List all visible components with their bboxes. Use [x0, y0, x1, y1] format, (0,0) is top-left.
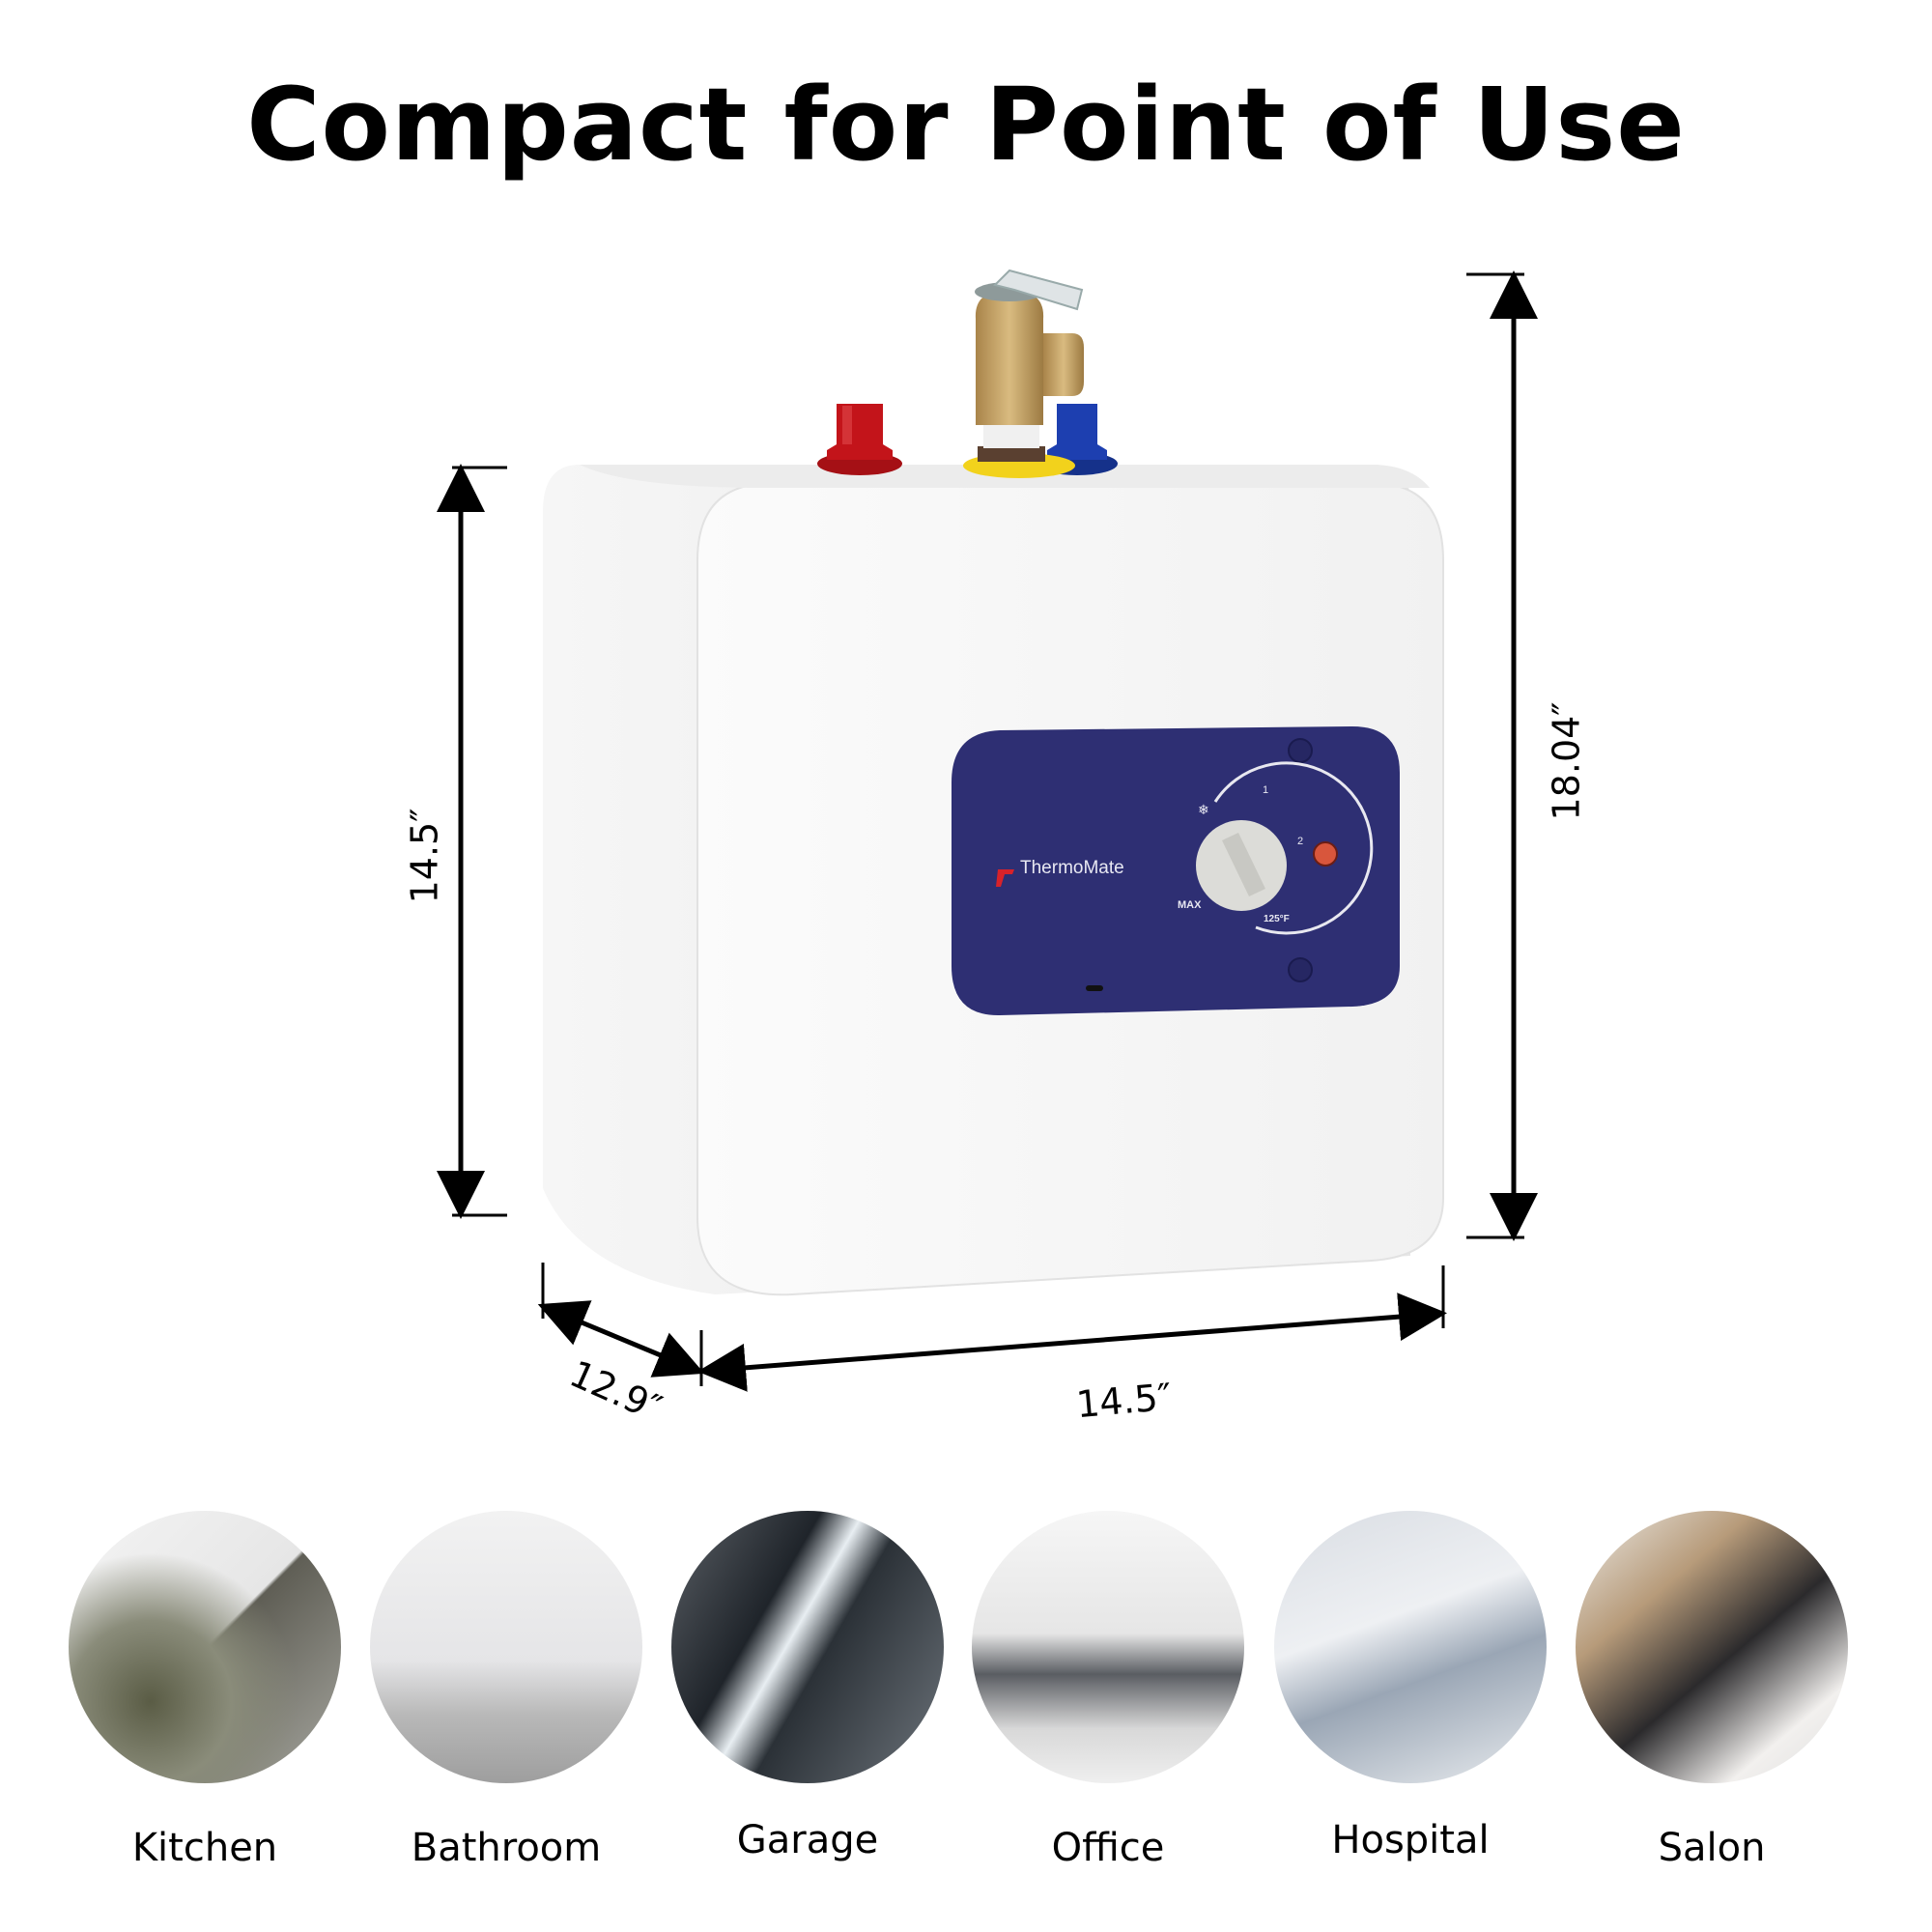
panel-screw-top-icon: [1288, 738, 1313, 763]
dial-temp-label: 125°F: [1264, 914, 1290, 924]
label-salon: Salon: [1658, 1826, 1766, 1870]
page-title: Compact for Point of Use: [246, 66, 1686, 184]
bathroom-photo: [370, 1511, 642, 1783]
label-office: Office: [1051, 1826, 1165, 1870]
pressure-relief-valve: [963, 269, 1084, 478]
dimension-width: 14.5″: [1074, 1375, 1174, 1427]
hot-water-inlet: [817, 404, 902, 475]
hospital-photo: [1274, 1511, 1547, 1783]
water-heater-illustration: [543, 269, 1444, 1296]
dimension-lines: [437, 270, 1538, 1392]
office-photo: [972, 1511, 1244, 1783]
dial-mark-2: 2: [1297, 836, 1304, 847]
dimension-height-front: 14.5″: [403, 808, 446, 904]
label-kitchen: Kitchen: [131, 1826, 278, 1870]
dimension-height-total: 18.04″: [1545, 701, 1588, 821]
garage-photo: [671, 1511, 944, 1783]
heating-indicator-light: [1313, 841, 1338, 867]
label-hospital: Hospital: [1331, 1818, 1490, 1862]
label-garage: Garage: [736, 1818, 879, 1862]
brand-name: ThermoMate: [1020, 858, 1124, 878]
panel-screw-bottom-icon: [1288, 957, 1313, 982]
brand-logo-icon: [996, 869, 1014, 887]
salon-photo: [1576, 1511, 1848, 1783]
dial-max-label: MAX: [1178, 899, 1202, 911]
dial-snowflake-icon: ❄: [1198, 802, 1209, 817]
dial-mark-1: 1: [1263, 784, 1269, 796]
label-bathroom: Bathroom: [411, 1826, 602, 1870]
control-panel: [952, 726, 1400, 1016]
kitchen-photo: [69, 1511, 341, 1783]
